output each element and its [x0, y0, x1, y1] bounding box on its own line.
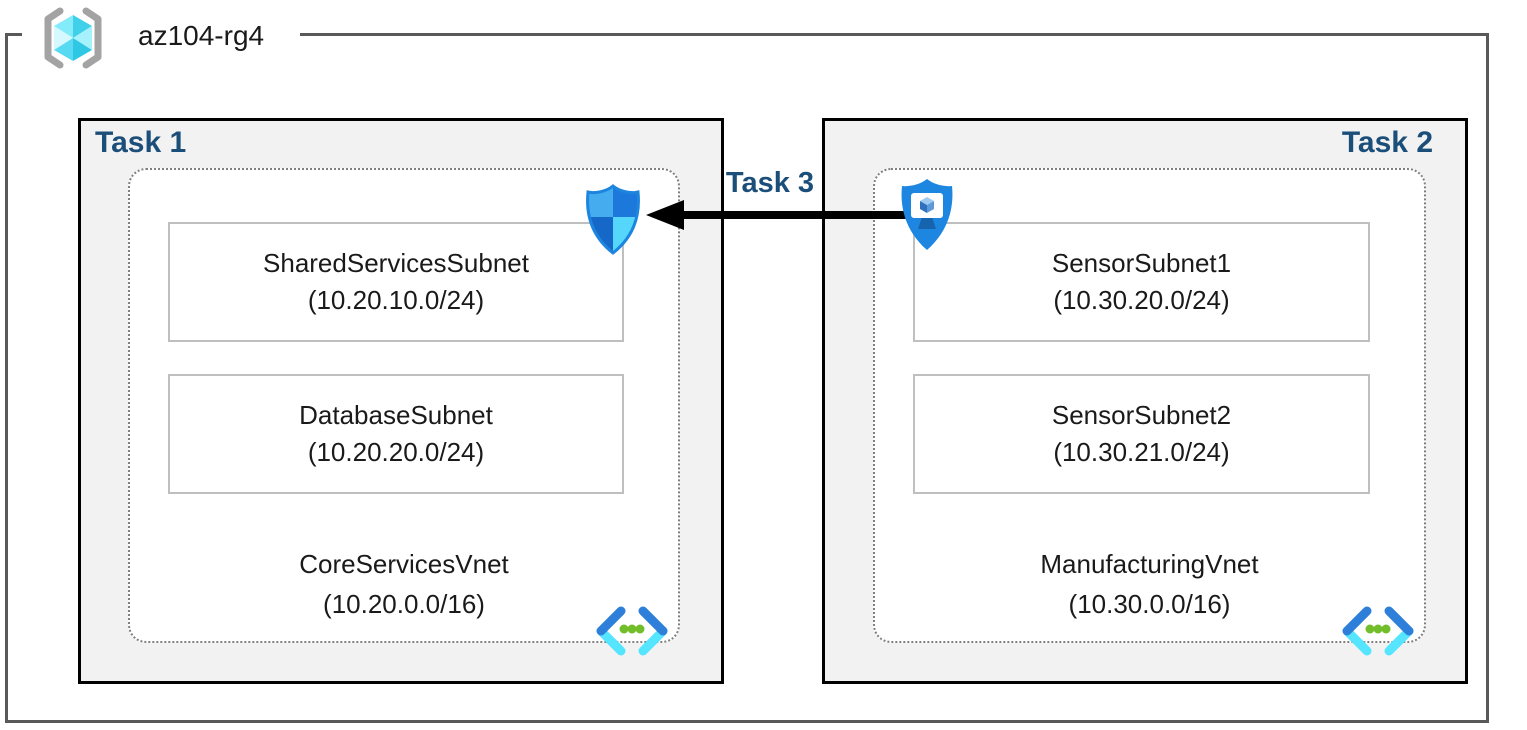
subnet-cidr: (10.20.10.0/24) — [307, 285, 485, 315]
vnet-name: ManufacturingVnet — [1040, 549, 1259, 579]
resource-group-label: az104-rg4 — [138, 20, 265, 51]
task1-box: Task 1 SharedServicesSubnet (10.20.10.0/… — [78, 118, 724, 684]
subnet-cidr: (10.30.20.0/24) — [1053, 285, 1230, 315]
subnet-cidr: (10.30.21.0/24) — [1053, 437, 1230, 467]
task3-arrow — [646, 200, 908, 230]
vnet-name: CoreServicesVnet — [299, 549, 509, 579]
vnet-label: ManufacturingVnet (10.30.0.0/16) — [875, 544, 1424, 624]
subnet-name: DatabaseSubnet — [299, 400, 493, 430]
task2-label: Task 2 — [1341, 126, 1433, 159]
database-subnet-box: DatabaseSubnet (10.20.20.0/24) — [168, 374, 624, 494]
task1-label: Task 1 — [95, 126, 187, 159]
network-security-shield-icon — [586, 184, 640, 255]
manufacturing-vnet-box: SensorSubnet1 (10.30.20.0/24) SensorSubn… — [873, 168, 1426, 656]
subnet-cidr: (10.20.20.0/24) — [307, 437, 485, 467]
vnet-cidr: (10.30.0.0/16) — [1068, 589, 1231, 619]
vnet-cidr: (10.20.0.0/16) — [323, 589, 485, 619]
core-services-vnet-box: SharedServicesSubnet (10.20.10.0/24) Dat… — [128, 168, 680, 656]
subnet-name: SharedServicesSubnet — [263, 248, 529, 278]
subnet-name: SensorSubnet1 — [1051, 248, 1232, 278]
subnet-name: SensorSubnet2 — [1051, 400, 1232, 430]
virtual-network-icon — [1342, 606, 1414, 656]
virtual-network-icon — [596, 606, 668, 656]
resource-group-icon — [44, 7, 102, 69]
sensor-subnet2-box: SensorSubnet2 (10.30.21.0/24) — [913, 374, 1370, 494]
shared-services-subnet-box: SharedServicesSubnet (10.20.10.0/24) — [168, 222, 624, 342]
vnet-label: CoreServicesVnet (10.20.0.0/16) — [130, 544, 678, 624]
sensor-subnet1-box: SensorSubnet1 (10.30.20.0/24) — [913, 222, 1370, 342]
task3-label: Task 3 — [725, 167, 815, 199]
bastion-shield-icon — [901, 179, 953, 250]
